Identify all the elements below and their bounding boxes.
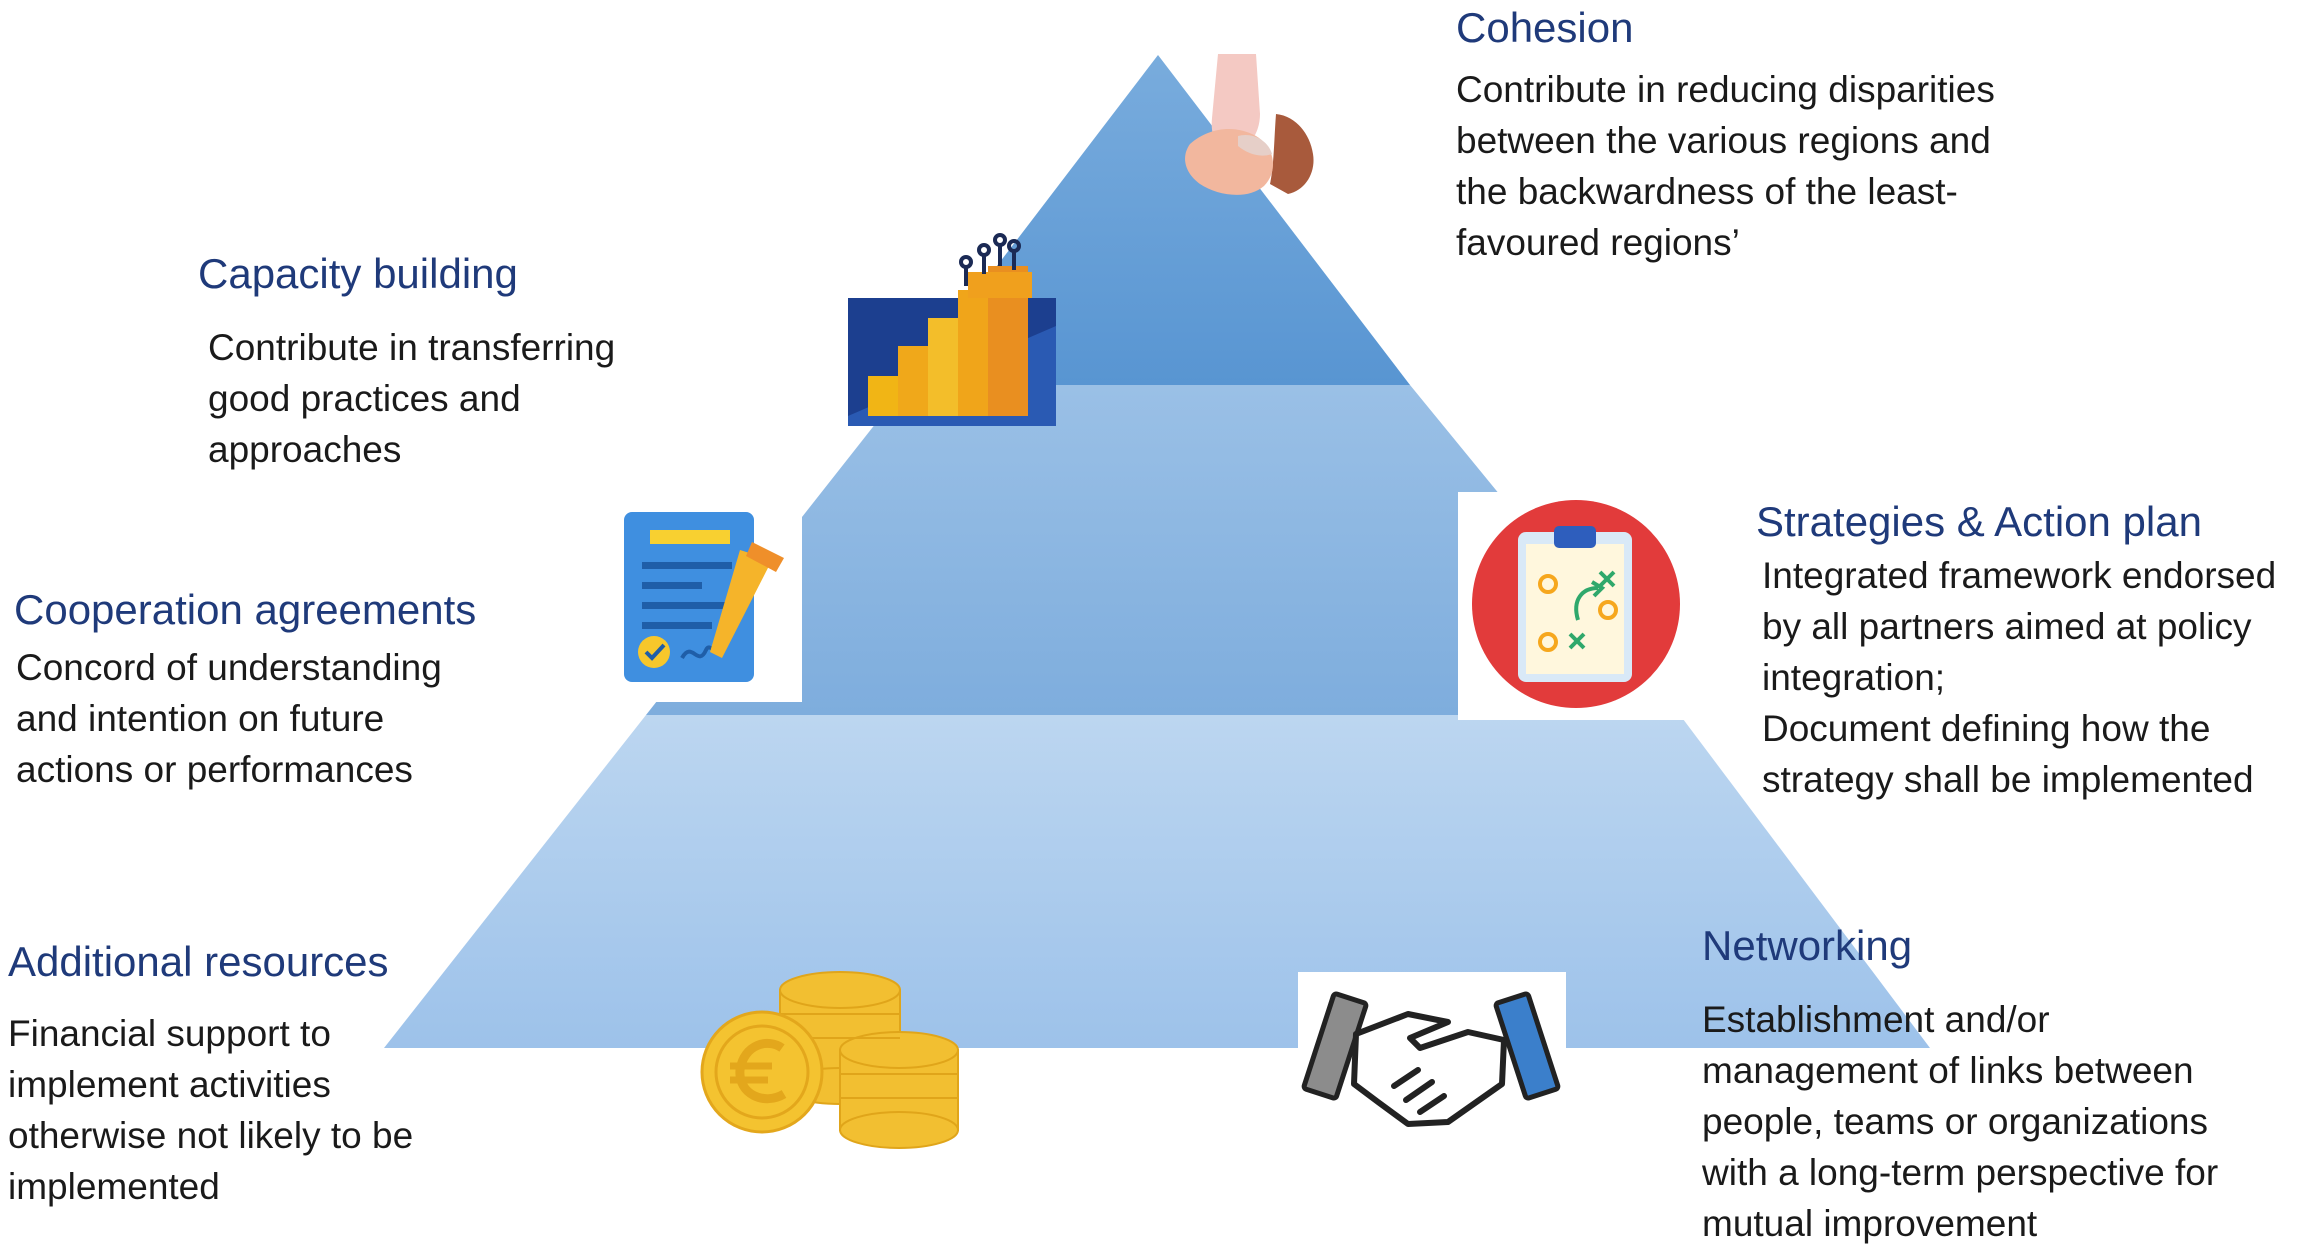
signed-document-icon bbox=[602, 490, 802, 702]
cooperation-agreements-description: Concord of understanding and intention o… bbox=[16, 647, 442, 790]
capacity-building-description: Contribute in transferring good practice… bbox=[208, 327, 616, 470]
euro-coins-icon bbox=[700, 971, 959, 1149]
networking-title: Networking bbox=[1702, 922, 1913, 969]
cohesion-block: Cohesion Contribute in reducing disparit… bbox=[1456, 2, 1995, 268]
capacity-building-block: Capacity building Contribute in transfer… bbox=[198, 248, 615, 475]
capacity-building-title: Capacity building bbox=[198, 250, 518, 297]
cooperation-agreements-title: Cooperation agreements bbox=[14, 586, 477, 633]
additional-resources-block: Additional resources Financial support t… bbox=[8, 936, 413, 1212]
strategy-clipboard-icon bbox=[1458, 492, 1698, 720]
handshake-icon bbox=[1298, 972, 1566, 1148]
cohesion-title: Cohesion bbox=[1456, 4, 1634, 51]
pyramid-tier-middle bbox=[646, 385, 1680, 715]
cohesion-description: Contribute in reducing disparities betwe… bbox=[1456, 69, 1995, 263]
pyramid-tier-bottom bbox=[384, 715, 1930, 1048]
strategies-description: Integrated framework endorsed by all par… bbox=[1762, 555, 2277, 800]
strategies-block: Strategies & Action plan Integrated fram… bbox=[1756, 496, 2276, 805]
networking-block: Networking Establishment and/or manageme… bbox=[1702, 920, 2218, 1249]
building-blocks-stairs-icon bbox=[848, 233, 1056, 426]
strategies-title: Strategies & Action plan bbox=[1756, 498, 2202, 545]
additional-resources-description: Financial support to implement activitie… bbox=[8, 1013, 414, 1207]
additional-resources-title: Additional resources bbox=[8, 938, 389, 985]
hands-stacked-icon bbox=[1185, 54, 1314, 195]
cooperation-agreements-block: Cooperation agreements Concord of unders… bbox=[14, 584, 476, 795]
networking-description: Establishment and/or management of links… bbox=[1702, 999, 2219, 1244]
